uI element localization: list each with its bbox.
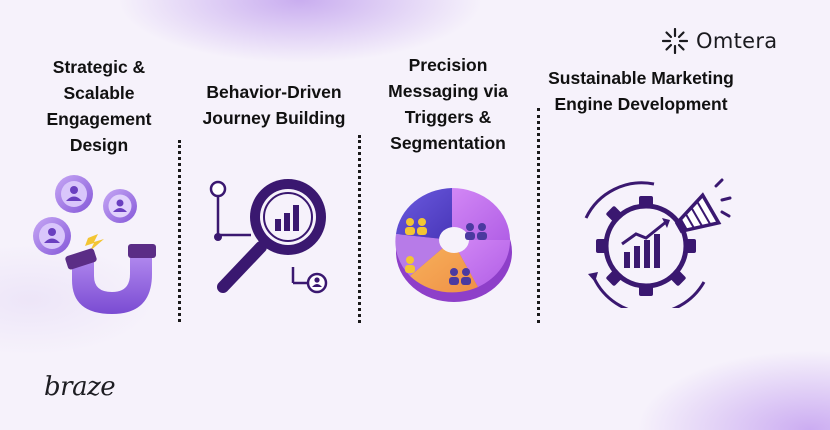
column-title-engagement-design: Strategic & Scalable Engagement Design — [46, 57, 152, 155]
starburst-icon — [662, 28, 688, 54]
column-divider — [537, 108, 540, 323]
segmented-donut-icon — [395, 188, 512, 302]
omtera-logo: Omtera — [662, 28, 777, 54]
column-title-marketing-engine: Sustainable Marketing Engine Development — [548, 68, 734, 114]
magnet-users-icon — [33, 175, 156, 314]
gear-growth-megaphone-icon — [584, 178, 732, 308]
column-divider — [178, 140, 181, 322]
column-divider — [358, 135, 361, 323]
braze-logo: braze — [44, 372, 116, 402]
omtera-logo-text: Omtera — [696, 29, 778, 53]
column-title-precision-messaging: Precision Messaging via Triggers & Segme… — [388, 55, 508, 153]
magnifier-chart-icon — [209, 179, 328, 294]
column-title-journey-building: Behavior-Driven Journey Building — [202, 82, 346, 128]
